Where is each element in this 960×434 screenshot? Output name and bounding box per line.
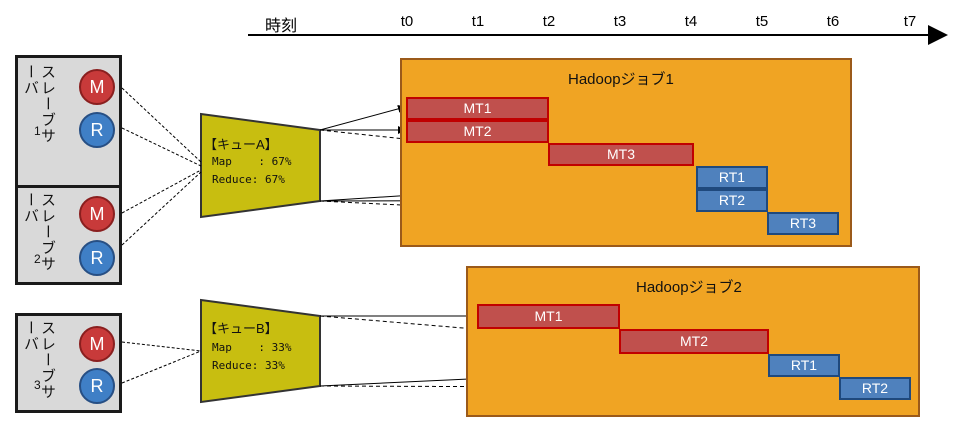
task-bar-reduce: RT3 bbox=[767, 212, 839, 235]
slave-server-number: 1 bbox=[34, 124, 41, 138]
queue-b-title: 【キューB】 bbox=[204, 321, 278, 336]
tick-label: t1 bbox=[471, 13, 485, 30]
tick-label: t4 bbox=[684, 13, 698, 30]
slave-server-label: スレーブサーバ bbox=[22, 192, 56, 272]
reduce-slot-circle: R bbox=[79, 368, 115, 404]
job-title: Hadoopジョブ2 bbox=[636, 279, 742, 296]
task-bar-map: MT3 bbox=[548, 143, 694, 166]
map-slot-circle: M bbox=[79, 326, 115, 362]
slave-server-number: 3 bbox=[34, 378, 41, 392]
task-bar-map: MT2 bbox=[619, 329, 769, 354]
task-bar-reduce: RT2 bbox=[839, 377, 911, 400]
queue-b-reduce-share: Reduce: 33% bbox=[212, 359, 285, 372]
tick-label: t3 bbox=[613, 13, 627, 30]
task-bar-map: MT1 bbox=[406, 97, 549, 120]
queue-a-reduce-share: Reduce: 67% bbox=[212, 173, 285, 186]
task-bar-map: MT1 bbox=[477, 304, 620, 329]
tick-label: t5 bbox=[755, 13, 769, 30]
reduce-slot-circle: R bbox=[79, 240, 115, 276]
slave-server-2: スレーブサーバ 2 M R bbox=[15, 185, 122, 285]
timeline-label: 時刻 bbox=[265, 18, 298, 35]
slave-server-label: スレーブサーバ bbox=[22, 320, 56, 400]
tick-label: t0 bbox=[400, 13, 414, 30]
tick-label: t2 bbox=[542, 13, 556, 30]
slave-server-label: スレーブサーバ bbox=[22, 64, 56, 144]
queue-a-title: 【キューA】 bbox=[204, 137, 278, 152]
map-slot-circle: M bbox=[79, 196, 115, 232]
slave-server-3: スレーブサーバ 3 M R bbox=[15, 313, 122, 413]
job-title: Hadoopジョブ1 bbox=[568, 71, 674, 88]
map-slot-circle: M bbox=[79, 69, 115, 105]
tick-label: t7 bbox=[903, 13, 917, 30]
queue-b-map-share: Map : 33% bbox=[212, 341, 292, 354]
slave-queue-links bbox=[121, 87, 202, 384]
task-bar-reduce: RT2 bbox=[696, 189, 768, 212]
slave-server-1: スレーブサーバ 1 M R bbox=[15, 55, 122, 192]
slave-server-number: 2 bbox=[34, 252, 41, 266]
task-bar-reduce: RT1 bbox=[768, 354, 840, 377]
task-bar-map: MT2 bbox=[406, 120, 549, 143]
tick-label: t6 bbox=[826, 13, 840, 30]
queue-a-map-share: Map : 67% bbox=[212, 155, 292, 168]
reduce-slot-circle: R bbox=[79, 112, 115, 148]
task-bar-reduce: RT1 bbox=[696, 166, 768, 189]
